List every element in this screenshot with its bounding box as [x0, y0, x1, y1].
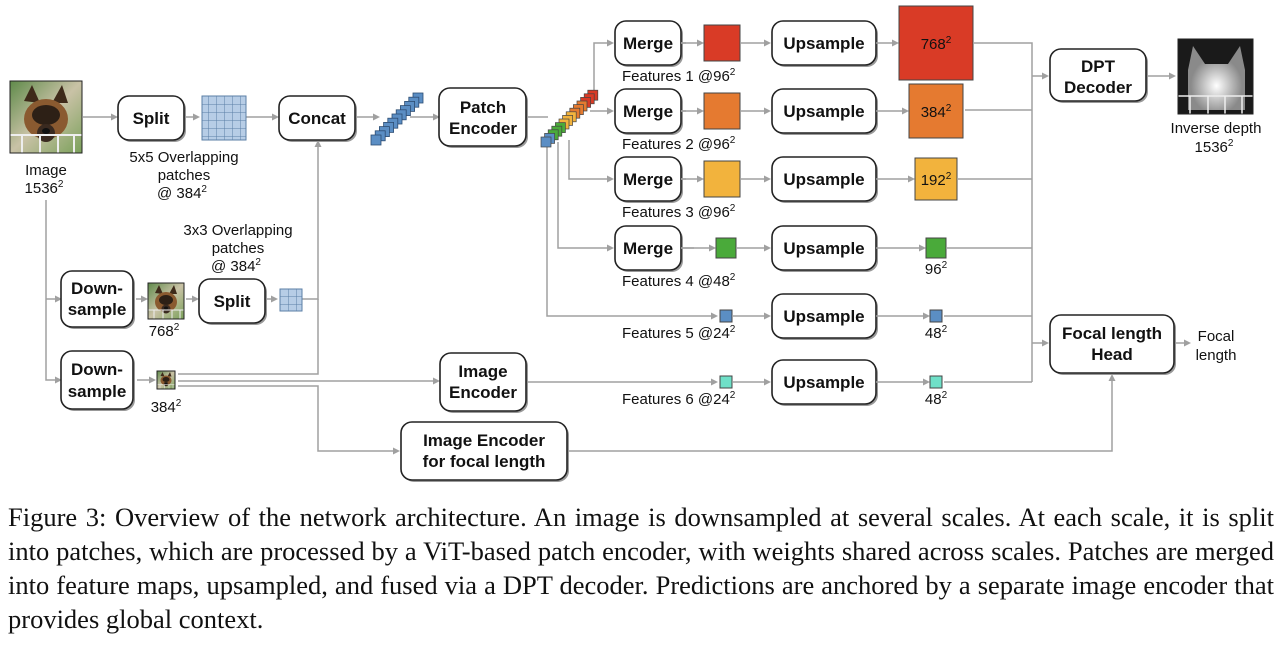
output-size: 15362: [1195, 138, 1234, 156]
upsample-label: Upsample: [783, 102, 864, 121]
feature-name: Features 6 @242: [622, 390, 736, 408]
upsample-label: Upsample: [783, 34, 864, 53]
merge-label: Merge: [623, 34, 673, 53]
dpt-decoder-box: DPT Decoder: [1049, 48, 1148, 103]
upsampled-size: 7682: [921, 35, 952, 53]
svg-text:Patch: Patch: [460, 98, 506, 117]
image-768-size: 7682: [149, 322, 180, 340]
feature-name: Features 2 @962: [622, 135, 736, 153]
upsampled-map: [929, 309, 943, 323]
feature-name: Features 5 @242: [622, 324, 736, 342]
split-mid-caption-2: patches: [212, 240, 265, 257]
upsampled-size: 962: [925, 260, 948, 278]
svg-text:Image Encoder: Image Encoder: [423, 431, 545, 450]
svg-text:Split: Split: [133, 109, 170, 128]
figure-caption: Figure 3: Overview of the network archit…: [8, 502, 1274, 634]
focal-length-output-1: Focal: [1198, 328, 1235, 345]
feature-name: Features 4 @482: [622, 272, 736, 290]
inverse-depth-image: [1177, 38, 1254, 115]
feature-name: Features 3 @962: [622, 203, 736, 221]
feature-map: [703, 24, 741, 62]
downsample-box-1: Down- sample: [60, 270, 135, 329]
upsampled-map: [914, 157, 958, 201]
feature-map: [703, 160, 741, 198]
input-image: [9, 80, 83, 154]
feature-row-6: Upsample 482 Features 6 @242: [622, 359, 948, 408]
image-encoder-focal-box: Image Encoder for focal length: [400, 421, 569, 482]
svg-text:Concat: Concat: [288, 109, 346, 128]
upsampled-size: 1922: [921, 171, 952, 189]
split-box-top: Split: [117, 95, 186, 142]
svg-text:for focal length: for focal length: [423, 452, 546, 471]
patch-grid-3x3: [279, 288, 303, 312]
upsampled-map: [898, 5, 974, 81]
svg-text:sample: sample: [68, 382, 127, 401]
feature-map: [715, 237, 737, 259]
merge-label: Merge: [623, 170, 673, 189]
downsample-box-2: Down- sample: [60, 350, 135, 411]
feature-token: [540, 136, 552, 148]
svg-text:DPT: DPT: [1081, 57, 1116, 76]
image-384-size: 3842: [151, 398, 182, 416]
svg-text:Down-: Down-: [71, 360, 123, 379]
upsampled-map: [925, 237, 947, 259]
upsample-label: Upsample: [783, 373, 864, 392]
feature-token-stack: [540, 89, 599, 148]
image-encoder-box: Image Encoder: [439, 352, 528, 413]
feature-row-5: Upsample 482 Features 5 @242: [622, 293, 948, 342]
split-top-caption-1: 5x5 Overlapping: [129, 149, 238, 166]
patch-token-stack: [370, 92, 424, 146]
concat-box: Concat: [278, 95, 357, 142]
architecture-diagram: Image 15362 Split 5x5 Overlapping patche…: [9, 5, 1262, 482]
feature-name: Features 1 @962: [622, 67, 736, 85]
split-top-caption-3: @ 3842: [157, 184, 207, 202]
svg-text:Head: Head: [1091, 345, 1133, 364]
upsample-label: Upsample: [783, 307, 864, 326]
upsample-label: Upsample: [783, 239, 864, 258]
focal-length-head-box: Focal length Head: [1049, 314, 1176, 375]
split-box-mid: Split: [198, 278, 267, 325]
svg-text:Encoder: Encoder: [449, 119, 517, 138]
merge-label: Merge: [623, 102, 673, 121]
svg-text:Image: Image: [458, 362, 507, 381]
patch-token: [370, 134, 382, 146]
focal-length-output-2: length: [1196, 347, 1237, 364]
upsample-label: Upsample: [783, 170, 864, 189]
split-mid-caption-1: 3x3 Overlapping: [183, 222, 292, 239]
svg-text:sample: sample: [68, 300, 127, 319]
output-label: Inverse depth: [1171, 120, 1262, 137]
arrowheads: [55, 39, 1191, 455]
feature-map: [719, 375, 733, 389]
svg-text:Encoder: Encoder: [449, 383, 517, 402]
upsampled-size: 482: [925, 324, 948, 342]
svg-text:Decoder: Decoder: [1064, 78, 1132, 97]
image-384: [156, 370, 176, 390]
svg-text:Down-: Down-: [71, 279, 123, 298]
svg-text:Focal length: Focal length: [1062, 324, 1162, 343]
upsampled-size: 3842: [921, 103, 952, 121]
input-image-label: Image: [25, 162, 67, 179]
patch-grid-5x5: [201, 95, 247, 141]
upsampled-size: 482: [925, 390, 948, 408]
wires: [45, 42, 1188, 452]
merge-label: Merge: [623, 239, 673, 258]
upsampled-map: [908, 83, 964, 139]
patch-encoder-box: Patch Encoder: [438, 87, 528, 148]
input-image-size: 15362: [25, 179, 64, 197]
split-mid-caption-3: @ 3842: [211, 257, 261, 275]
image-768: [147, 282, 185, 320]
feature-map: [703, 92, 741, 130]
svg-text:Split: Split: [214, 292, 251, 311]
split-top-caption-2: patches: [158, 167, 211, 184]
feature-map: [719, 309, 733, 323]
upsampled-map: [929, 375, 943, 389]
